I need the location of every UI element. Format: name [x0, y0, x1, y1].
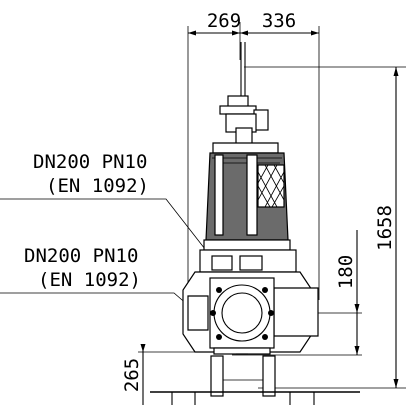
width-right-label: 336 — [262, 10, 296, 32]
total-height-dimension: 1658 — [244, 66, 406, 389]
lower-flange-standard: (EN 1092) — [38, 269, 141, 291]
total-height-label: 1658 — [374, 205, 396, 251]
lower-flange-spec: DN200 PN10 — [24, 245, 138, 267]
pump-stand — [150, 355, 360, 405]
width-dimension: 269 336 — [187, 10, 320, 300]
base-height-label: 265 — [121, 358, 143, 392]
outlet-height-label: 180 — [335, 255, 357, 289]
upper-flange-spec: DN200 PN10 — [33, 151, 147, 173]
upper-flange-standard: (EN 1092) — [46, 175, 149, 197]
width-left-label: 269 — [207, 10, 241, 32]
lower-flange-callout: DN200 PN10 (EN 1092) — [0, 245, 197, 313]
pump-outline — [182, 42, 319, 355]
upper-flange-callout: DN200 PN10 (EN 1092) — [0, 151, 213, 259]
